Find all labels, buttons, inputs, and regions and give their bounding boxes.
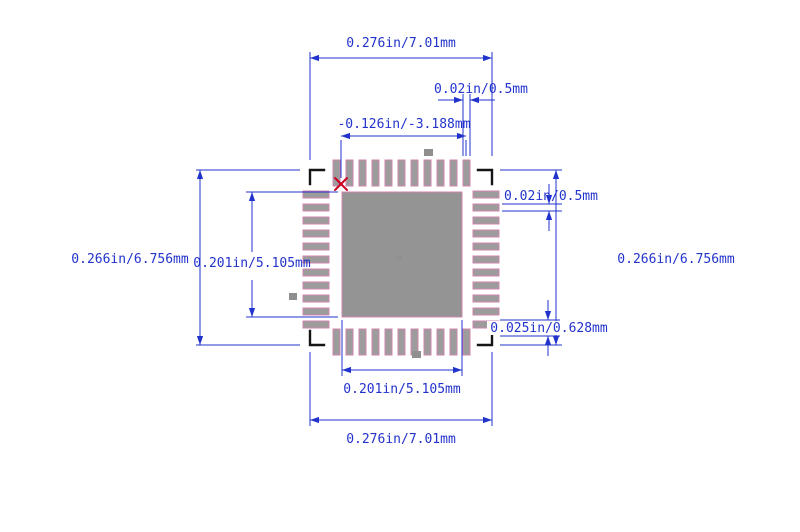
pad-right-7 — [472, 268, 500, 277]
pad-right-3 — [472, 216, 500, 225]
dimension-right-overall: 0.266in/6.756mm — [500, 169, 735, 346]
dimension-left-inner: 0.201in/5.105mm — [193, 191, 338, 318]
label-background — [487, 321, 611, 335]
pad-bottom-10 — [449, 328, 458, 356]
pad-left-2 — [302, 203, 330, 212]
pad-right-2 — [472, 203, 500, 212]
dimension-right-edge-gap: 0.025in/0.628mm — [487, 300, 611, 356]
pad-left-5 — [302, 242, 330, 251]
pad-left-8 — [302, 281, 330, 290]
pad-left-9 — [302, 294, 330, 303]
pad-right-6 — [472, 255, 500, 264]
pad-top-10 — [449, 159, 458, 187]
corner-mark-bottom-right — [476, 329, 494, 347]
pad-right-10 — [472, 307, 500, 316]
dimension-label-left-inner: 0.201in/5.105mm — [193, 256, 311, 271]
pad-top-2 — [345, 159, 354, 187]
dimension-label-right-pin-width: 0.02in/0.5mm — [504, 189, 598, 204]
pad-left-11 — [302, 320, 330, 329]
pad-top-9 — [436, 159, 445, 187]
fiducial-bottom — [412, 351, 421, 358]
dimension-label-left-overall: 0.266in/6.756mm — [71, 252, 189, 267]
dimension-top-pin-width: 0.02in/0.5mm — [434, 82, 528, 156]
pad-top-7 — [410, 159, 419, 187]
center-mark — [397, 255, 402, 259]
pad-bottom-8 — [423, 328, 432, 356]
corner-mark-top-right — [476, 168, 494, 186]
pad-right-5 — [472, 242, 500, 251]
dimension-top-overall: 0.276in/7.01mm — [309, 36, 493, 160]
dimension-label-top-pin-width: 0.02in/0.5mm — [434, 82, 528, 97]
dimension-label-bottom-inner: 0.201in/5.105mm — [343, 382, 461, 397]
dimension-label-right-edge-gap: 0.025in/0.628mm — [490, 321, 608, 336]
pad-bottom-11 — [462, 328, 471, 356]
pin1-x-stroke — [334, 177, 348, 191]
pad-bottom-4 — [371, 328, 380, 356]
dimension-label-pin1-offset: -0.126in/-3.188mm — [337, 117, 470, 132]
corner-mark-top-left — [308, 168, 326, 186]
pad-left-4 — [302, 229, 330, 238]
pad-left-3 — [302, 216, 330, 225]
pin1-marker — [334, 177, 348, 191]
dimension-right-pin-width: 0.02in/0.5mm — [502, 184, 598, 231]
dimension-bottom-inner: 0.201in/5.105mm — [341, 320, 463, 397]
pad-bottom-6 — [397, 328, 406, 356]
fiducial-left — [289, 293, 297, 300]
pad-right-1 — [472, 190, 500, 199]
dimension-left-overall: 0.266in/6.756mm — [71, 169, 300, 346]
pad-bottom-1 — [332, 328, 341, 356]
pad-top-5 — [384, 159, 393, 187]
pad-bottom-3 — [358, 328, 367, 356]
pad-top-3 — [358, 159, 367, 187]
pad-bottom-5 — [384, 328, 393, 356]
dimension-label-bottom-overall: 0.276in/7.01mm — [346, 432, 456, 447]
fiducial-marks — [289, 149, 433, 358]
pad-top-11 — [462, 159, 471, 187]
dimension-bottom-overall: 0.276in/7.01mm — [309, 352, 493, 447]
corner-mark-bottom-left — [308, 329, 326, 347]
pad-left-1 — [302, 190, 330, 199]
pad-left-10 — [302, 307, 330, 316]
pad-top-6 — [397, 159, 406, 187]
pad-array — [302, 159, 500, 356]
pad-right-9 — [472, 294, 500, 303]
fiducial-top — [424, 149, 433, 156]
pad-left-6 — [302, 255, 330, 264]
dimension-pin1-offset: -0.126in/-3.188mm — [337, 117, 471, 178]
pad-left-7 — [302, 268, 330, 277]
pad-right-4 — [472, 229, 500, 238]
pad-bottom-2 — [345, 328, 354, 356]
pad-bottom-9 — [436, 328, 445, 356]
corner-marks — [308, 168, 494, 347]
exposed-pad — [341, 191, 463, 318]
dimension-label-right-overall: 0.266in/6.756mm — [617, 252, 735, 267]
pad-top-8 — [423, 159, 432, 187]
dimension-label-top-overall: 0.276in/7.01mm — [346, 36, 456, 51]
pad-top-1 — [332, 159, 341, 187]
pad-top-4 — [371, 159, 380, 187]
pad-right-8 — [472, 281, 500, 290]
